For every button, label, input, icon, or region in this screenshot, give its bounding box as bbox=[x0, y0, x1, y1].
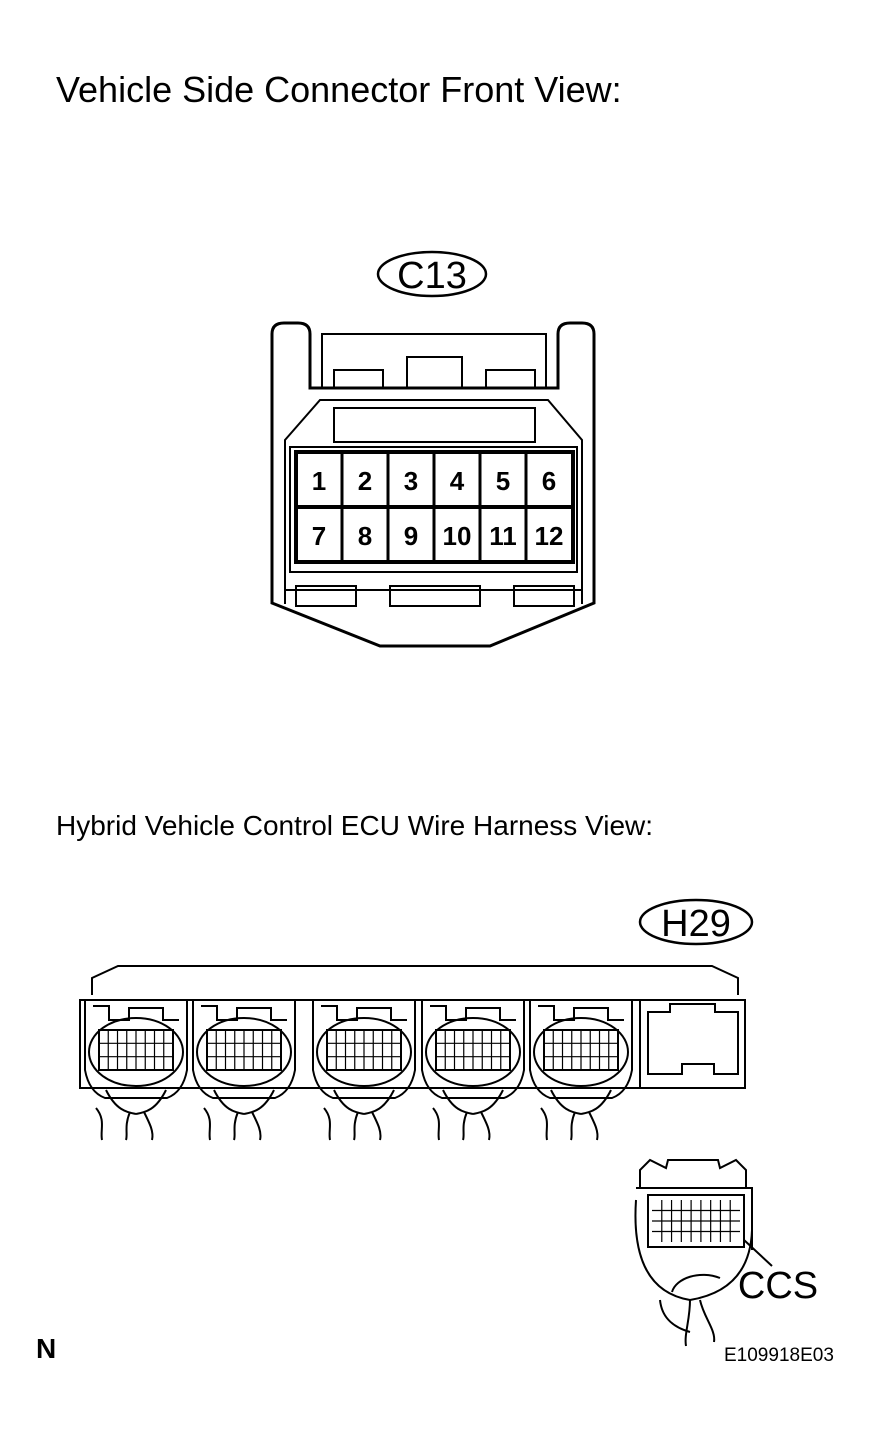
ecu-connector-row bbox=[84, 1000, 633, 1141]
pin-8: 8 bbox=[358, 521, 372, 551]
orientation-mark: N bbox=[36, 1333, 57, 1364]
c13-label-oval bbox=[376, 250, 488, 298]
h29-label-oval bbox=[638, 898, 754, 946]
pin-3: 3 bbox=[404, 466, 418, 496]
ecu-end-block bbox=[639, 999, 746, 1089]
c13-pin-grid: 1 2 3 4 5 6 7 8 9 10 11 12 bbox=[294, 450, 575, 564]
ecu-connector-2 bbox=[192, 1000, 296, 1141]
pin-1: 1 bbox=[312, 466, 326, 496]
pin-6: 6 bbox=[542, 466, 556, 496]
c13-connector-body bbox=[270, 321, 596, 648]
pin-11: 11 bbox=[489, 521, 517, 551]
ccs-terminal-label: CCS bbox=[738, 1265, 818, 1307]
pin-12: 12 bbox=[535, 521, 564, 551]
pin-4: 4 bbox=[450, 466, 465, 496]
pin-2: 2 bbox=[358, 466, 372, 496]
pin-9: 9 bbox=[404, 521, 418, 551]
pin-10: 10 bbox=[443, 521, 472, 551]
figure-code: E109918E03 bbox=[724, 1345, 834, 1366]
harness-view-title: Hybrid Vehicle Control ECU Wire Harness … bbox=[56, 810, 654, 841]
c13-label: C13 bbox=[397, 255, 467, 297]
h29-label: H29 bbox=[661, 903, 731, 945]
front-view-title: Vehicle Side Connector Front View: bbox=[56, 69, 622, 110]
h29-label-group: H29 bbox=[638, 898, 754, 946]
ecu-connector-5 bbox=[529, 1000, 633, 1141]
ecu-connector-4 bbox=[421, 1000, 525, 1141]
c13-label-group: C13 bbox=[376, 250, 488, 298]
pin-5: 5 bbox=[496, 466, 510, 496]
pin-7: 7 bbox=[312, 521, 326, 551]
ecu-body bbox=[79, 965, 746, 1089]
h29-connector bbox=[634, 1158, 773, 1347]
ecu-connector-1 bbox=[84, 1000, 188, 1141]
ecu-connector-3 bbox=[312, 1000, 416, 1141]
